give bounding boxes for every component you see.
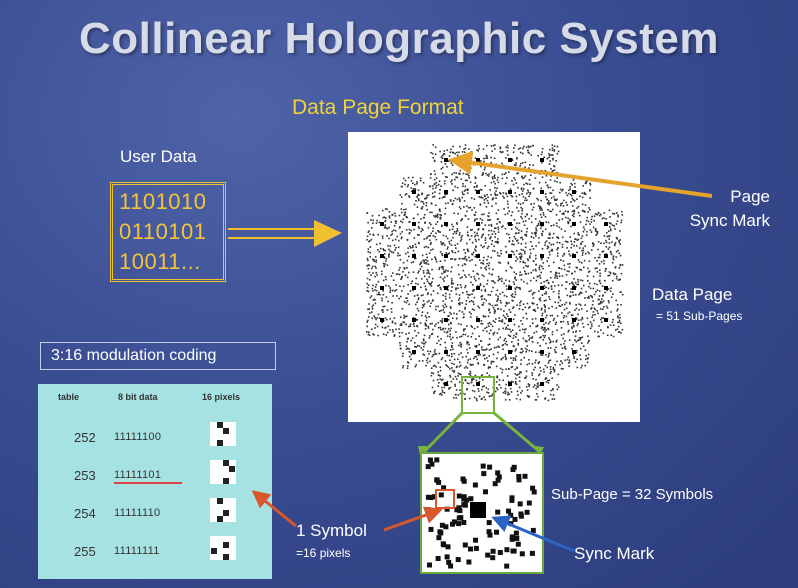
zoom-line-left	[422, 411, 464, 454]
page-sync-mark-line1: Page	[730, 187, 770, 206]
user-data-line: 1101010	[119, 189, 207, 214]
data-page-format-title: Data Page Format	[292, 96, 464, 119]
symbol-pixels-252	[210, 422, 236, 446]
symbol-sub-label: =16 pixels	[296, 546, 351, 560]
user-data-label: User Data	[120, 147, 197, 166]
page-sync-mark-label: Page Sync Mark	[660, 185, 770, 233]
symbol-arrow-table	[251, 490, 297, 528]
user-data-box: 1101010 0110101 10011...	[110, 182, 226, 282]
zoom-line-right	[493, 411, 541, 454]
page-sync-mark-line2: Sync Mark	[689, 211, 770, 230]
table-header-pixels: 16 pixels	[202, 392, 241, 402]
table-row-bits: 11111101	[114, 469, 162, 481]
zoom-arrowhead-left	[418, 446, 428, 455]
symbol-pixels-255	[210, 536, 236, 560]
symbol-pixels-253	[210, 460, 236, 484]
modulation-coding-box: 3:16 modulation coding	[40, 342, 276, 370]
sub-page-pattern	[425, 457, 537, 569]
sub-page-sync-mark	[470, 502, 486, 518]
user-data-line: 10011...	[119, 249, 201, 274]
table-row-number: 254	[74, 506, 96, 521]
table-row-number: 255	[74, 544, 96, 559]
table-row-bits: 11111111	[114, 545, 160, 557]
data-page-sub-label: = 51 Sub-Pages	[656, 309, 743, 323]
user-data-arrow	[228, 220, 342, 247]
sync-mark-label: Sync Mark	[574, 544, 655, 563]
sync-mark-arrow	[491, 515, 575, 553]
table-header-bits: 8 bit data	[118, 392, 158, 402]
page-sync-arrow	[448, 150, 713, 198]
table-row-number: 252	[74, 430, 96, 445]
sub-page-label: Sub-Page = 32 Symbols	[551, 486, 714, 503]
symbol-arrow-subpage	[383, 506, 443, 532]
slide-title: Collinear Holographic System	[79, 14, 719, 63]
table-row-number: 253	[74, 468, 96, 483]
table-row-bits: 11111100	[114, 431, 162, 443]
data-page-label: Data Page	[652, 285, 733, 304]
zoom-region-box	[461, 376, 495, 414]
symbol-pixels-254	[210, 498, 236, 522]
symbol-highlight-box	[435, 489, 455, 509]
modulation-table: table 8 bit data 16 pixels 252 11111100 …	[38, 384, 272, 579]
user-data-line: 0110101	[119, 219, 207, 244]
table-row-bits: 11111110	[114, 507, 161, 519]
zoom-arrowhead-right	[534, 446, 544, 455]
table-header-table: table	[58, 392, 80, 402]
symbol-label: 1 Symbol	[296, 521, 367, 540]
bits-underline	[114, 482, 182, 484]
